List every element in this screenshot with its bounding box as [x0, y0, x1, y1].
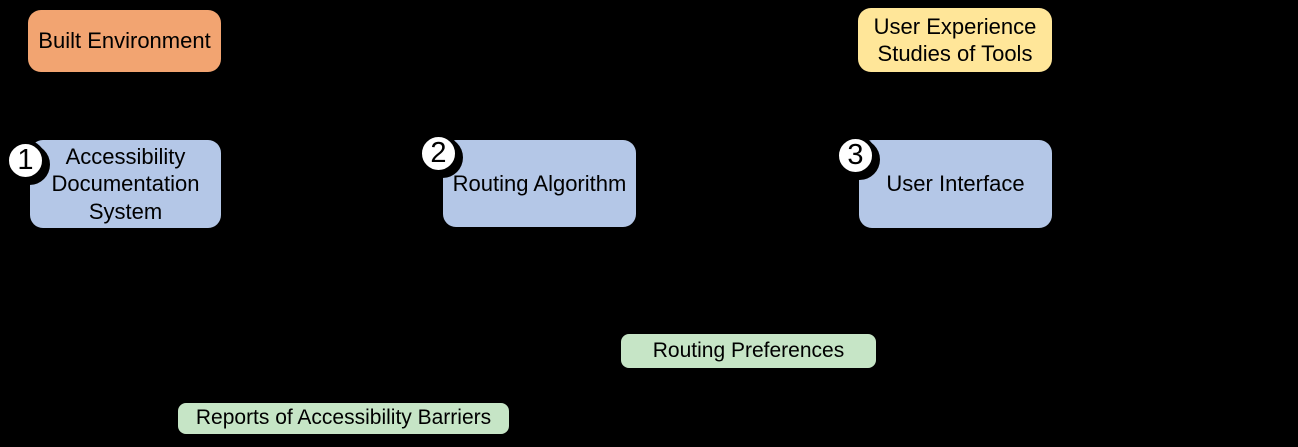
node-routing-algorithm-label: Routing Algorithm	[452, 170, 627, 196]
step-badge-3: 3	[835, 135, 876, 176]
node-user-interface: User Interface	[859, 140, 1052, 228]
node-user-experience-studies-label: User Experience Studies of Tools	[873, 13, 1037, 67]
step-badge-2: 2	[418, 133, 459, 174]
node-routing-preferences: Routing Preferences	[621, 334, 876, 368]
node-accessibility-documentation-system: Accessibility Documentation System	[30, 140, 221, 228]
node-routing-preferences-label: Routing Preferences	[652, 338, 845, 362]
node-user-interface-label: User Interface	[886, 171, 1025, 197]
node-user-experience-studies: User Experience Studies of Tools	[858, 8, 1052, 72]
node-built-environment-label: Built Environment	[38, 28, 211, 54]
node-built-environment: Built Environment	[28, 10, 221, 72]
step-badge-2-number: 2	[430, 137, 447, 169]
node-accessibility-documentation-system-label: Accessibility Documentation System	[51, 143, 200, 224]
node-routing-algorithm: Routing Algorithm	[443, 140, 636, 227]
node-reports-of-accessibility-barriers: Reports of Accessibility Barriers	[178, 403, 509, 434]
step-badge-1: 1	[5, 140, 46, 181]
step-badge-1-number: 1	[17, 144, 34, 176]
node-reports-of-accessibility-barriers-label: Reports of Accessibility Barriers	[195, 406, 492, 430]
step-badge-3-number: 3	[847, 139, 864, 171]
